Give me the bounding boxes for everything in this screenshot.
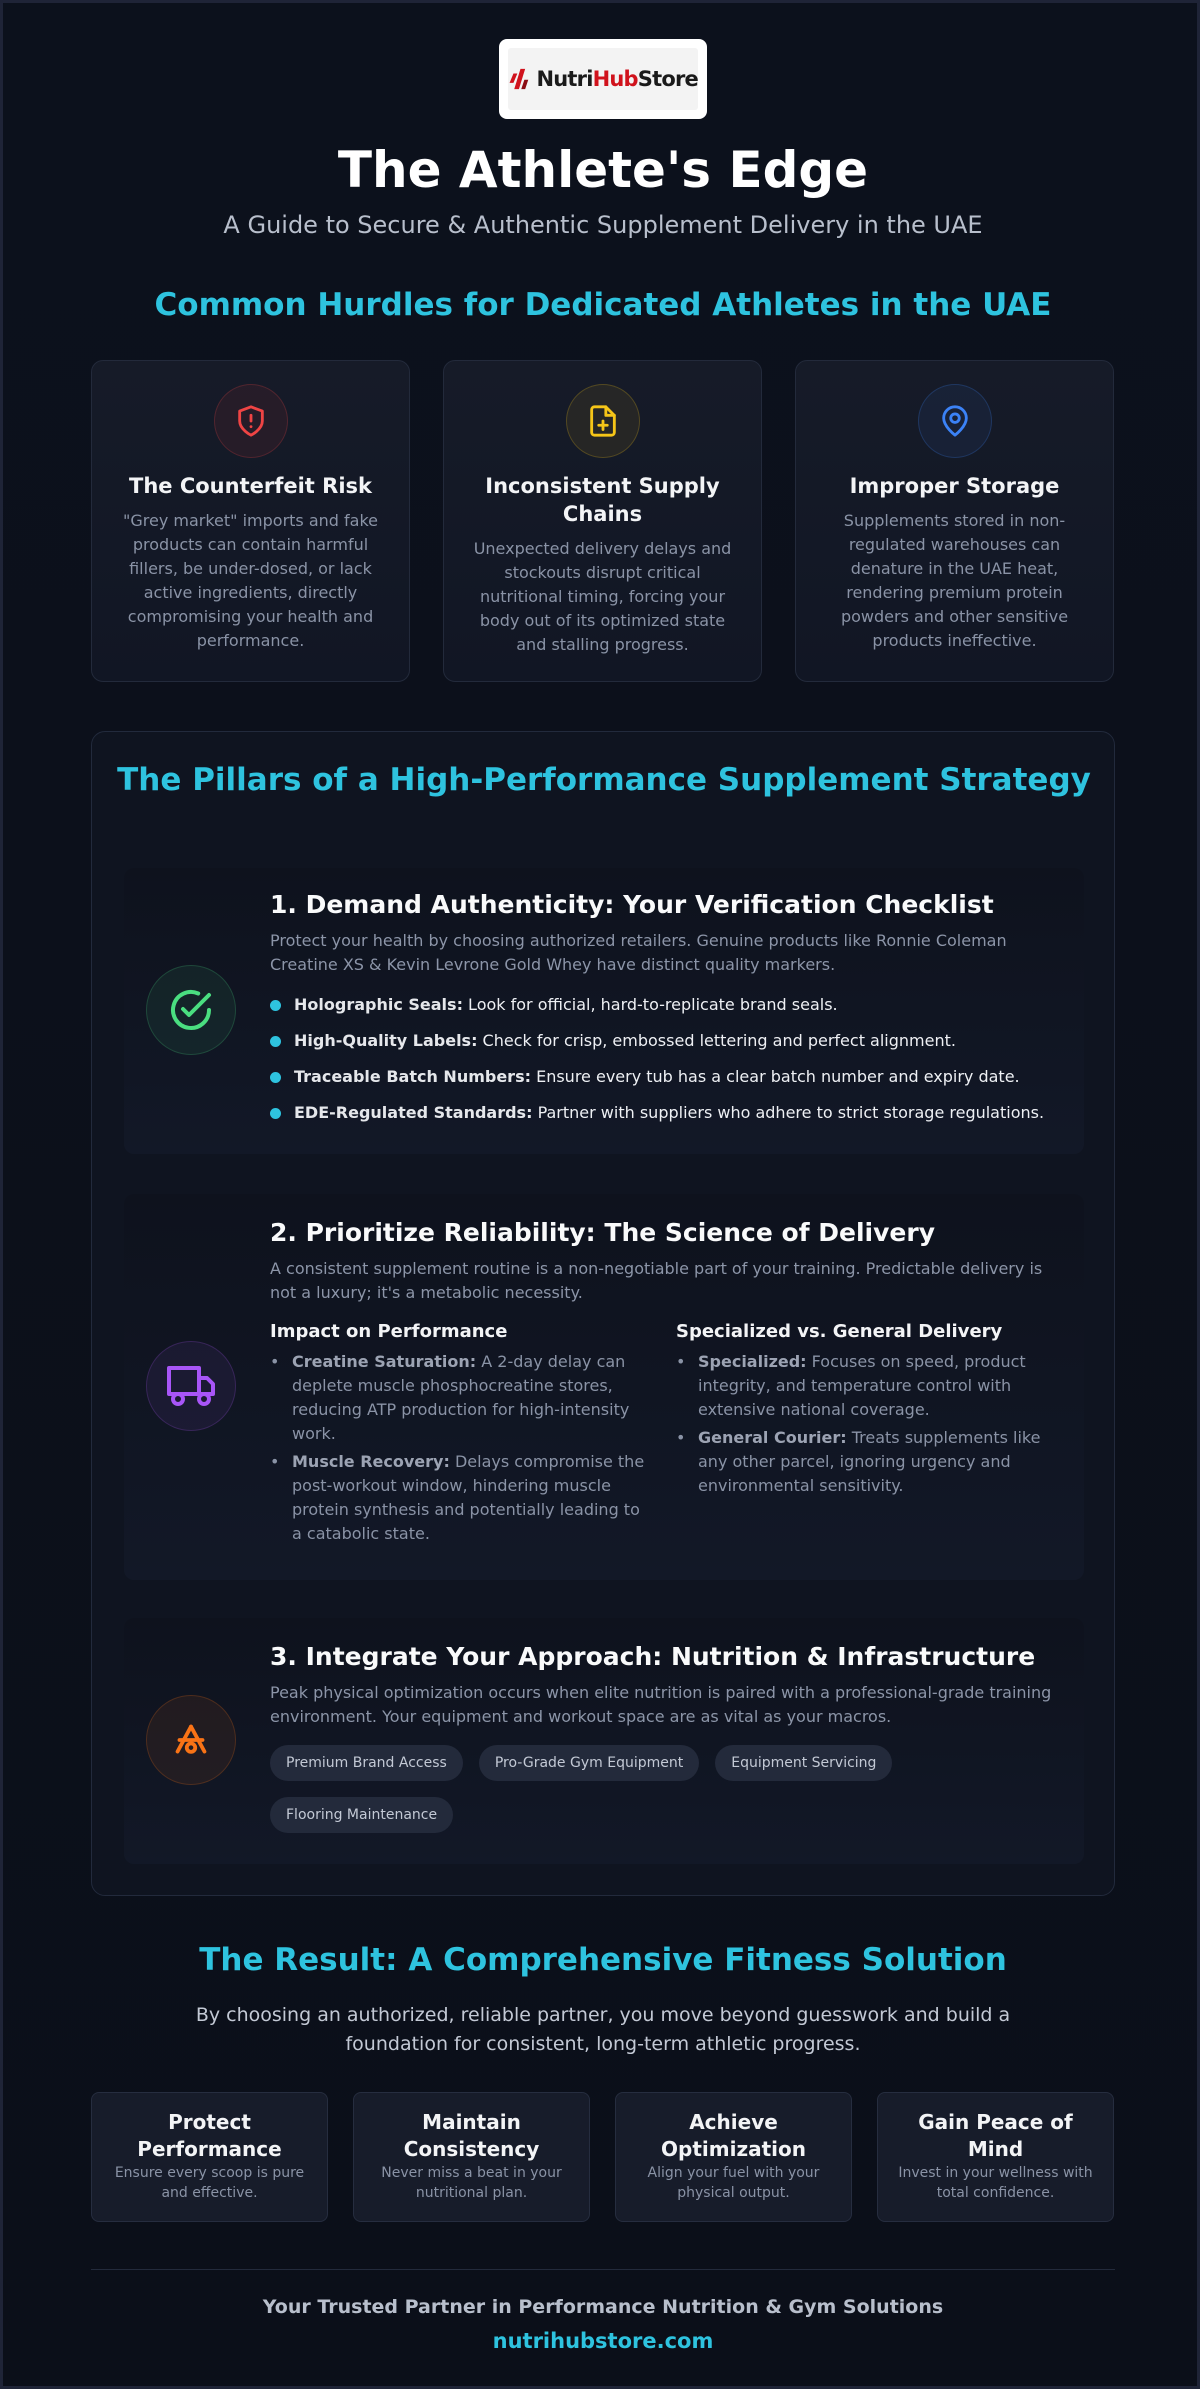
- hurdle-card-storage: Improper Storage Supplements stored in n…: [795, 360, 1114, 682]
- tag-list: Premium Brand Access Pro-Grade Gym Equip…: [270, 1745, 920, 1833]
- page-title: The Athlete's Edge: [337, 141, 869, 199]
- logo-wordmark: NutriHubStore: [536, 67, 699, 91]
- footer-divider: [91, 2269, 1115, 2270]
- result-card-text: Ensure every scoop is pure and effective…: [114, 2165, 305, 2201]
- pillar-title: 1. Demand Authenticity: Your Verificatio…: [270, 890, 994, 919]
- delivery-column: Specialized vs. General Delivery Special…: [676, 1321, 1056, 1550]
- check-circle-icon: [146, 965, 236, 1055]
- result-card-title: Maintain Consistency: [403, 2110, 540, 2161]
- hurdle-card-counterfeit: The Counterfeit Risk "Grey market" impor…: [91, 360, 410, 682]
- verification-checklist: Holographic Seals: Look for official, ha…: [270, 987, 1056, 1131]
- impact-column: Impact on Performance Creatine Saturatio…: [270, 1321, 650, 1550]
- list-item: High-Quality Labels: Check for crisp, em…: [270, 1023, 1056, 1059]
- pillars-title: The Pillars of a High-Performance Supple…: [117, 762, 1091, 798]
- result-card-peace-of-mind: Gain Peace of Mind Invest in your wellne…: [877, 2092, 1114, 2222]
- result-card-title: Gain Peace of Mind: [918, 2110, 1073, 2161]
- column-heading: Specialized vs. General Delivery: [676, 1321, 1003, 1342]
- equipment-icon: [146, 1695, 236, 1785]
- hurdle-title: Inconsistent Supply Chains: [485, 474, 720, 526]
- pillar-reliability: 2. Prioritize Reliability: The Science o…: [124, 1194, 1084, 1580]
- result-card-consistency: Maintain Consistency Never miss a beat i…: [353, 2092, 590, 2222]
- pillars-panel: The Pillars of a High-Performance Supple…: [91, 731, 1115, 1896]
- list-item: Muscle Recovery: Delays compromise the p…: [270, 1450, 650, 1546]
- logo-slash-icon: [509, 68, 529, 90]
- list-item: EDE-Regulated Standards: Partner with su…: [270, 1095, 1056, 1131]
- list-item: Holographic Seals: Look for official, ha…: [270, 987, 1056, 1023]
- shield-alert-icon: [213, 384, 288, 458]
- tag-chip: Flooring Maintenance: [270, 1797, 454, 1833]
- brand-logo[interactable]: NutriHubStore: [499, 39, 707, 119]
- result-card-text: Invest in your wellness with total confi…: [898, 2165, 1093, 2201]
- result-title: The Result: A Comprehensive Fitness Solu…: [199, 1942, 1007, 1978]
- pillar-intro: Peak physical optimization occurs when e…: [270, 1683, 1052, 1726]
- footer-website-link[interactable]: nutrihubstore.com: [492, 2329, 714, 2353]
- result-card-protect: Protect Performance Ensure every scoop i…: [91, 2092, 328, 2222]
- pillar-title: 3. Integrate Your Approach: Nutrition & …: [270, 1642, 1036, 1671]
- hurdles-title: Common Hurdles for Dedicated Athletes in…: [154, 287, 1052, 323]
- result-card-title: Protect Performance: [137, 2110, 282, 2161]
- file-plus-icon: [565, 384, 640, 458]
- result-text: By choosing an authorized, reliable part…: [195, 2004, 1011, 2055]
- pillar-body: 1. Demand Authenticity: Your Verificatio…: [270, 890, 1056, 1131]
- page-subtitle: A Guide to Secure & Authentic Supplement…: [223, 211, 983, 239]
- tag-chip: Equipment Servicing: [715, 1745, 893, 1781]
- pillar-body: 2. Prioritize Reliability: The Science o…: [270, 1218, 1056, 1550]
- list-item: Specialized: Focuses on speed, product i…: [676, 1350, 1056, 1422]
- truck-icon: [146, 1341, 236, 1431]
- tag-chip: Premium Brand Access: [270, 1745, 463, 1781]
- result-card-title: Achieve Optimization: [661, 2110, 806, 2161]
- hurdle-text: "Grey market" imports and fake products …: [122, 511, 379, 650]
- result-card-optimization: Achieve Optimization Align your fuel wit…: [615, 2092, 852, 2222]
- pillar-intro: A consistent supplement routine is a non…: [270, 1259, 1043, 1302]
- tag-chip: Pro-Grade Gym Equipment: [478, 1745, 700, 1781]
- hurdle-title: The Counterfeit Risk: [129, 474, 372, 498]
- hurdle-card-supply-chains: Inconsistent Supply Chains Unexpected de…: [443, 360, 762, 682]
- list-item: General Courier: Treats supplements like…: [676, 1426, 1056, 1498]
- result-card-text: Align your fuel with your physical outpu…: [647, 2165, 820, 2201]
- list-item: Traceable Batch Numbers: Ensure every tu…: [270, 1059, 1056, 1095]
- reliability-columns: Impact on Performance Creatine Saturatio…: [270, 1321, 1056, 1550]
- list-item: Creatine Saturation: A 2-day delay can d…: [270, 1350, 650, 1446]
- result-card-text: Never miss a beat in your nutritional pl…: [381, 2165, 562, 2201]
- hurdle-title: Improper Storage: [849, 474, 1060, 498]
- pillar-body: 3. Integrate Your Approach: Nutrition & …: [270, 1642, 1056, 1833]
- pillar-title: 2. Prioritize Reliability: The Science o…: [270, 1218, 936, 1247]
- logo-badge: NutriHubStore: [508, 48, 699, 110]
- hurdle-text: Supplements stored in non-regulated ware…: [840, 511, 1069, 650]
- pillar-intro: Protect your health by choosing authoriz…: [270, 931, 1007, 974]
- map-pin-icon: [917, 384, 992, 458]
- column-heading: Impact on Performance: [270, 1321, 508, 1342]
- pillar-authenticity: 1. Demand Authenticity: Your Verificatio…: [124, 868, 1084, 1154]
- hurdle-text: Unexpected delivery delays and stockouts…: [473, 539, 732, 654]
- pillar-integrate: 3. Integrate Your Approach: Nutrition & …: [124, 1618, 1084, 1864]
- footer-tagline: Your Trusted Partner in Performance Nutr…: [262, 2296, 944, 2318]
